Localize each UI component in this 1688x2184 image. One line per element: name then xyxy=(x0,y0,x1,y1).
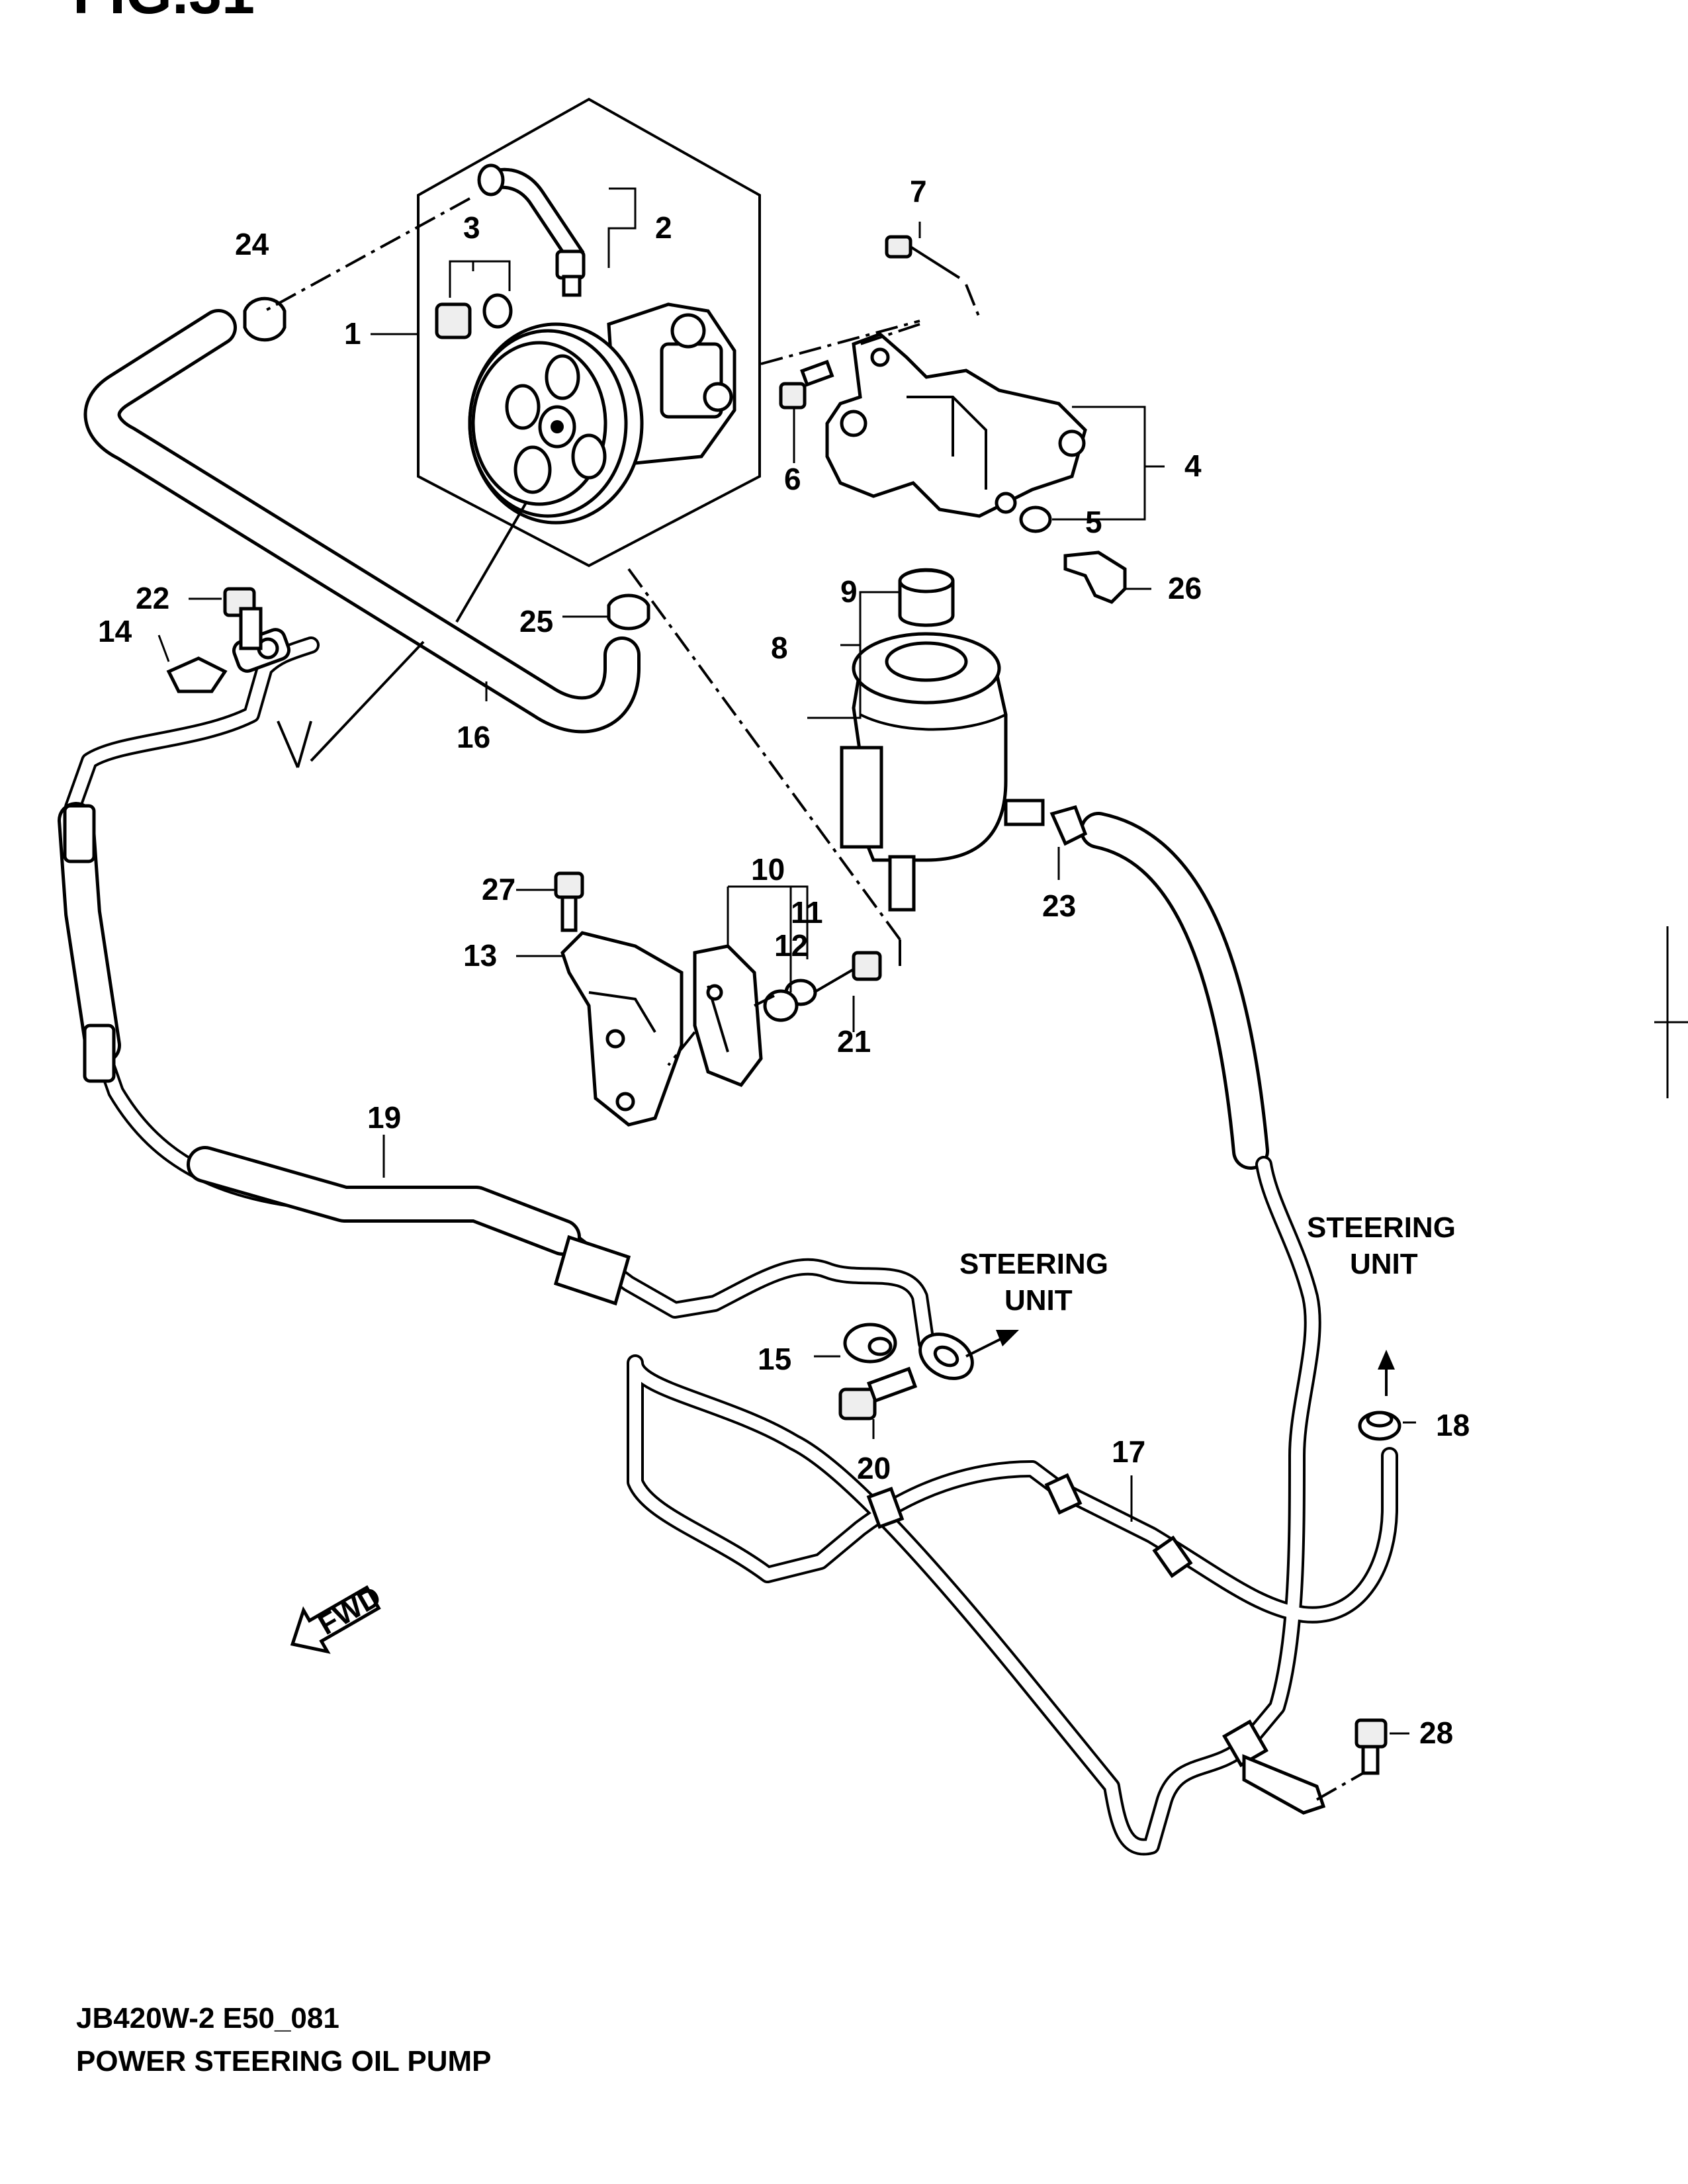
return-hose-clamp-23[interactable] xyxy=(1049,805,1088,846)
hose-clamp-bracket[interactable] xyxy=(1063,550,1127,604)
bracket-bolt-long[interactable] xyxy=(885,235,961,279)
pump-bracket[interactable] xyxy=(825,332,1087,518)
callout-5: 5 xyxy=(1085,505,1102,539)
steering-unit-center-line1: STEERING xyxy=(959,1248,1108,1280)
oil-reservoir[interactable] xyxy=(840,632,1045,912)
callout-21: 21 xyxy=(837,1024,871,1059)
collar-12[interactable] xyxy=(763,989,799,1022)
callout-4: 4 xyxy=(1184,449,1202,483)
suction-hose[interactable] xyxy=(83,309,641,734)
assembly-lines xyxy=(264,197,1364,1801)
figure-title: FIG.31 xyxy=(73,0,255,26)
callout-14: 14 xyxy=(98,614,132,648)
callout-13: 13 xyxy=(463,938,497,973)
callout-25: 25 xyxy=(519,604,553,638)
callout-16: 16 xyxy=(457,720,490,754)
callout-10: 10 xyxy=(751,852,785,887)
return-pipe[interactable] xyxy=(627,1156,1398,1856)
steering-unit-center-line2: UNIT xyxy=(1004,1284,1073,1317)
diagram-title: POWER STEERING OIL PUMP xyxy=(76,2045,491,2077)
callout-12: 12 xyxy=(774,928,808,963)
pipe-clamp-18[interactable] xyxy=(1358,1411,1401,1441)
callout-18: 18 xyxy=(1436,1408,1470,1442)
bracket-13[interactable] xyxy=(560,931,684,1127)
bracket-collar[interactable] xyxy=(1019,505,1052,533)
callout-11: 11 xyxy=(791,895,823,930)
callout-28: 28 xyxy=(1419,1716,1453,1750)
bracket-bolt-short[interactable] xyxy=(779,359,834,410)
suction-hose-clamp-lower[interactable] xyxy=(607,593,650,631)
callout-leaders xyxy=(157,187,1416,1735)
callout-3: 3 xyxy=(463,210,480,245)
crop-mark xyxy=(1654,926,1688,1098)
bolt-21[interactable] xyxy=(813,951,882,994)
gasket-15[interactable] xyxy=(843,1323,897,1364)
clamp-10[interactable] xyxy=(693,944,763,1088)
power-steering-pump[interactable] xyxy=(468,163,736,525)
diagram-code: JB420W-2 E50_081 xyxy=(76,2002,339,2034)
union-bolt-22[interactable] xyxy=(223,587,263,650)
bolt-28[interactable] xyxy=(1355,1718,1388,1775)
bolt-27[interactable] xyxy=(554,871,584,932)
callout-17: 17 xyxy=(1112,1434,1145,1469)
callout-9: 9 xyxy=(840,574,858,609)
callout-20: 20 xyxy=(857,1451,891,1485)
callout-27: 27 xyxy=(482,872,515,906)
steering-unit-right-line1: STEERING xyxy=(1307,1211,1456,1244)
callout-22: 22 xyxy=(136,581,169,615)
fwd-arrow-icon: FWD xyxy=(290,1580,386,1654)
callout-23: 23 xyxy=(1042,889,1076,923)
suction-hose-clamp-upper[interactable] xyxy=(243,296,287,342)
pressure-pipe[interactable] xyxy=(58,636,980,1387)
union-bolt-20[interactable] xyxy=(838,1366,918,1420)
gasket-14[interactable] xyxy=(166,656,228,693)
pump-assembly-frame xyxy=(417,97,761,568)
steering-unit-right-line2: UNIT xyxy=(1350,1248,1418,1280)
fwd-label: FWD xyxy=(313,1580,386,1641)
callout-8: 8 xyxy=(771,631,788,665)
callout-2: 2 xyxy=(655,210,672,245)
callout-1: 1 xyxy=(344,316,361,351)
callout-15: 15 xyxy=(758,1342,791,1376)
pump-union-bolt[interactable] xyxy=(435,293,513,339)
callout-26: 26 xyxy=(1168,571,1202,605)
callout-7: 7 xyxy=(910,174,927,208)
callout-6: 6 xyxy=(784,462,801,496)
return-hose-upper[interactable] xyxy=(1080,812,1269,1170)
reservoir-cap[interactable] xyxy=(898,568,955,627)
pump-port-fitting[interactable] xyxy=(555,249,586,297)
callout-19: 19 xyxy=(367,1100,401,1135)
callout-24: 24 xyxy=(235,227,269,261)
